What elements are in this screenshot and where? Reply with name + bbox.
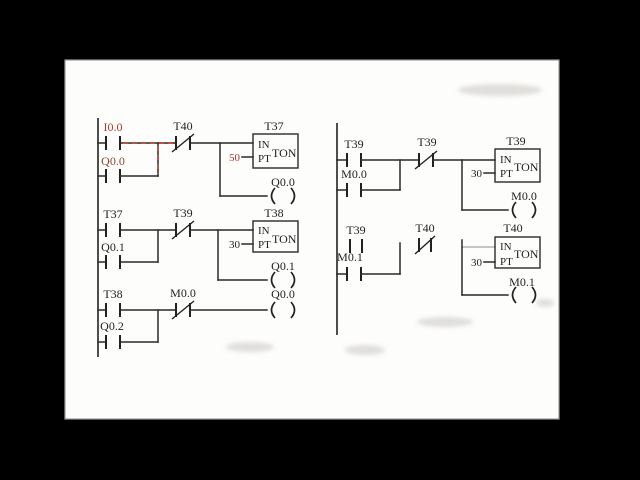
timer-in-port: IN [258,139,270,151]
right-rung-1: T39 T39 M0.0 M0.0 T39 IN [336,134,541,219]
coil-icon [290,301,296,319]
timer-pt-port: PT [500,256,513,268]
timer-type: TON [514,247,539,261]
contact-label: T38 [103,287,122,301]
timer-pt-port: PT [258,153,271,165]
right-network: T39 T39 M0.0 M0.0 T39 IN [336,123,541,335]
coil-icon [290,271,296,289]
coil-label: M0.0 [511,189,537,203]
page-bleedthrough [226,84,554,355]
nc-slash-icon [171,300,195,320]
contact-label: M0.0 [170,286,196,300]
scanned-page [64,59,560,420]
timer-box [494,236,541,269]
timer-type: TON [272,232,297,246]
nc-slash-icon [414,235,436,255]
timer-in-port: IN [500,154,512,166]
timer-block-t37: T37 IN TON PT 50 [229,119,299,169]
contact-label: T39 [417,135,436,149]
timer-name: T40 [503,221,522,235]
timer-box [252,220,299,253]
timer-pt-port: PT [500,168,513,180]
timer-box [252,133,299,169]
timer-block-t38: T38 IN TON PT 30 [229,206,299,253]
timer-block-t39: T39 IN TON PT 30 [471,134,541,183]
timer-type: TON [272,146,297,160]
coil-label: Q0.0 [271,175,295,189]
timer-type: TON [514,160,539,174]
coil-icon [290,187,296,205]
contact-label: T40 [173,119,192,133]
contact-label: T39 [344,137,363,151]
coil-icon [270,271,276,289]
timer-name: T39 [506,134,525,148]
timer-box [494,148,541,183]
left-network: I0.0 T40 Q0.0 Q0.0 T37 [97,118,299,357]
coil-icon [511,286,517,304]
left-rung-2: T37 T39 Q0.1 Q0.1 T38 IN [97,206,299,289]
coil-label: Q0.0 [271,287,295,301]
contact-label: I0.0 [104,120,123,134]
timer-in-port: IN [500,241,512,253]
coil-icon [531,201,537,219]
contact-label: Q0.2 [100,319,124,333]
coil-icon [270,187,276,205]
nc-slash-icon [171,220,195,240]
preset-value: 50 [229,152,241,164]
nc-slash-icon [414,150,438,170]
left-rung-3: T38 M0.0 Q0.0 Q0.2 [97,286,296,349]
contact-label: T39 [173,206,192,220]
coil-icon [270,301,276,319]
nc-slash-icon [171,133,195,153]
timer-name: T38 [264,206,283,220]
preset-value: 30 [471,168,483,180]
contact-label: Q0.1 [101,240,125,254]
timer-in-port: IN [258,225,270,237]
preset-value: 30 [229,239,241,251]
timer-pt-port: PT [258,239,271,251]
contact-label: M0.0 [341,167,367,181]
contact-label: T39 [346,223,365,237]
left-rung-1: I0.0 T40 Q0.0 Q0.0 T37 [97,119,299,205]
coil-icon [531,286,537,304]
contact-label: M0.1 [337,250,363,264]
contact-label: T40 [415,221,434,235]
right-rung-2: T39 T40 M0.1 M0.1 T40 IN TON [336,221,541,304]
timer-block-t40: T40 IN TON PT 30 [471,221,541,269]
timer-name: T37 [264,119,283,133]
preset-value: 30 [471,257,483,269]
coil-label: M0.1 [509,275,535,289]
coil-icon [511,201,517,219]
contact-label: Q0.0 [101,154,125,168]
coil-label: Q0.1 [271,259,295,273]
contact-label: T37 [103,207,122,221]
